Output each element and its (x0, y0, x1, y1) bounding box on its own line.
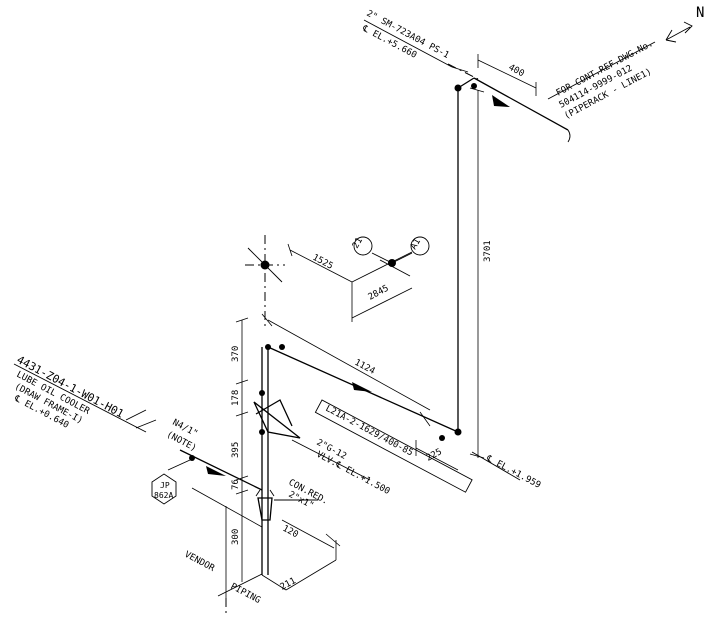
weld-dot (454, 428, 462, 436)
dim-400: 400 (477, 54, 537, 96)
continuation-note: FOR CONT.REF.DWG.No. 504114-9999-012 (PI… (547, 39, 656, 122)
flow-arrow (492, 95, 510, 107)
grid-bubble-a1 (410, 236, 430, 256)
weld-dot (439, 435, 445, 441)
top-line-note: 2" SM-723A04 PS-1 ℄ EL.+5.660 (360, 9, 469, 73)
svg-text:2845: 2845 (367, 284, 391, 303)
equipment-note: 4431-Z04-1-W01-H01 LUBE OIL COOLER (DRAW… (12, 353, 157, 433)
svg-text:3701: 3701 (483, 240, 493, 262)
line-number-tag: L21A-2-1629/400-85 (314, 399, 473, 493)
support-tag (151, 473, 177, 505)
svg-text:1525: 1525 (311, 253, 335, 272)
flow-arrow (206, 466, 226, 476)
weld-dot (259, 429, 265, 435)
svg-text:300: 300 (231, 529, 241, 545)
svg-text:A1: A1 (409, 237, 423, 251)
svg-text:PIPING: PIPING (229, 582, 262, 606)
svg-text:21: 21 (351, 236, 365, 250)
svg-text:VENDOR: VENDOR (183, 550, 217, 574)
svg-text:178: 178 (231, 390, 241, 406)
svg-text:395: 395 (231, 442, 241, 458)
svg-text:370: 370 (231, 346, 241, 362)
dim-3701: 3701 (469, 87, 493, 459)
lower-dimension-box: 120 211 (191, 487, 341, 598)
weld-dot (265, 344, 271, 350)
vendor-piping-boundary: VENDOR PIPING (183, 550, 263, 616)
grid-reference: 21 A1 (245, 235, 430, 330)
weld-dot (454, 84, 462, 92)
top-pipe-run (447, 63, 571, 432)
dim-1525: 1525 (287, 243, 353, 283)
svg-text:211: 211 (279, 576, 298, 592)
svg-text:76: 76 (231, 479, 241, 490)
main-pipe-run (261, 344, 462, 575)
vertical-dimension-stack: 370 178 395 76 300 (231, 317, 249, 582)
weld-dot (189, 455, 195, 461)
svg-text:JP: JP (160, 481, 170, 490)
grid-node (260, 260, 270, 270)
svg-text:862A: 862A (154, 491, 173, 500)
elevation-low-note: ℄ EL.+1.959 (471, 451, 543, 491)
north-arrow: N (665, 5, 704, 43)
dim-2845: 2845 (351, 251, 413, 322)
svg-text:400: 400 (507, 63, 526, 79)
grid-bubble-21 (353, 236, 373, 256)
north-label: N (696, 5, 704, 21)
weld-dot (279, 344, 285, 350)
flow-arrow (352, 382, 372, 392)
svg-text:120: 120 (281, 524, 300, 540)
svg-text:VLV.℄ EL.+1.500: VLV.℄ EL.+1.500 (315, 450, 392, 497)
weld-dot (259, 390, 265, 396)
weld-dot (471, 83, 477, 89)
concentric-reducer: CON.RED. 2"x1" (255, 478, 330, 521)
dim-225: 225 (415, 440, 459, 471)
gate-valve (253, 390, 301, 439)
dim-1124: 1124 (261, 313, 431, 411)
svg-text:℄ EL.+1.959: ℄ EL.+1.959 (484, 453, 543, 490)
